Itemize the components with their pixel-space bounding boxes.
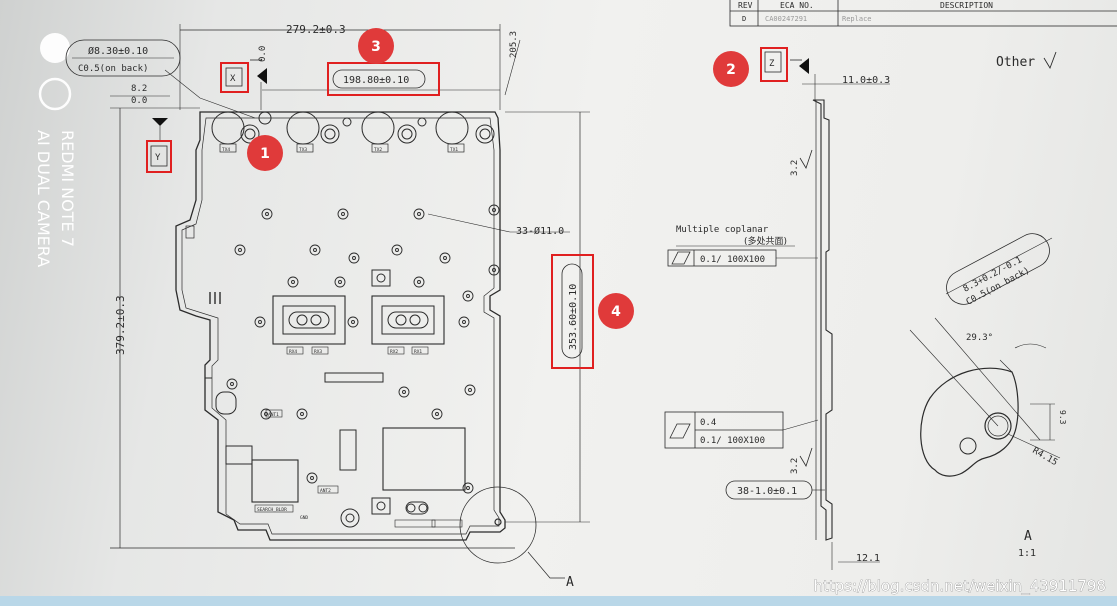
roughness-upper: 3.2 (790, 160, 800, 176)
roughness-other: Other (996, 55, 1035, 70)
badge-2: 2 (713, 51, 749, 87)
datum-z-flag-icon (799, 58, 809, 74)
highlight-datum-y (146, 140, 172, 173)
board-label-gnd: GND (300, 515, 308, 521)
flatness-note-en: Multiple coplanar (676, 225, 769, 235)
title-block (729, 0, 1117, 27)
detail-label: A (1024, 529, 1032, 544)
svg-text:1: 1 (260, 146, 270, 162)
flatness-value-2b: 0.1/ 100X100 (700, 436, 765, 446)
board-label-tx4: TX4 (222, 147, 230, 153)
svg-text:3: 3 (371, 39, 381, 55)
flatness-icon-1 (671, 251, 691, 265)
flatness-icon-2 (669, 423, 691, 439)
watermark-line2: AI DUAL CAMERA (34, 130, 53, 267)
datum-z-label: Z (769, 59, 775, 69)
board-label-ant2: ANT2 (320, 488, 331, 494)
highlight-dim-353 (551, 254, 594, 369)
board-label-rx2: RX2 (390, 349, 398, 355)
dim-width-279: 279.2±0.3 (286, 23, 346, 36)
hole-count-33: 33-Ø11.0 (516, 225, 564, 237)
roughness-lower: 3.2 (790, 458, 800, 474)
hole-callout-bubble (65, 39, 181, 77)
datum-y-flag-icon (152, 118, 168, 126)
board-label-tx1: TX1 (450, 147, 458, 153)
board-label-ant1: ANT1 (268, 412, 279, 418)
url-watermark: https://blog.csdn.net/weixin_43911798 (813, 577, 1106, 596)
rev-header: REV (738, 1, 753, 10)
hole-callout-dia: Ø8.30±0.10 (88, 45, 148, 57)
rev-value: D (742, 15, 746, 23)
board-label-rx4: RX4 (289, 349, 297, 355)
eca-header: ECA NO. (780, 1, 814, 10)
svg-text:4: 4 (611, 304, 621, 320)
detail-a (909, 233, 1061, 477)
dim-11-0: 11.0±0.3 (842, 75, 890, 86)
dim-8-2: 8.2 (131, 84, 147, 94)
board-label-tx2: TX2 (374, 147, 382, 153)
highlight-datum-x (220, 62, 249, 93)
highlight-dim-198 (327, 62, 440, 96)
detail-a-ref: A (566, 575, 574, 590)
badge-3: 3 (358, 28, 394, 64)
desc-header: DESCRIPTION (940, 1, 993, 10)
front-view (110, 24, 590, 579)
detail-scale: 1:1 (1018, 548, 1036, 559)
board-label-search: SEARCH_BLDR (257, 507, 287, 513)
dim-198-80: 198.80±0.10 (343, 75, 409, 86)
datum-x-flag-icon (257, 68, 267, 84)
camera-watermark: REDMI NOTE 7 AI DUAL CAMERA (34, 33, 77, 267)
dim-0-0-left: 0.0 (131, 96, 147, 106)
eca-value: CA00247291 (765, 15, 807, 23)
badge-4: 4 (598, 293, 634, 329)
board-label-rx1: RX1 (414, 349, 422, 355)
detail-angle: 29.3° (966, 333, 993, 343)
dim-0-0-top: 0.0 (258, 46, 268, 62)
hole-38: 38-1.0±0.1 (737, 486, 797, 497)
desc-value: Replace (842, 15, 872, 23)
board-label-tx3: TX3 (299, 147, 307, 153)
dim-12-1: 12.1 (856, 553, 880, 564)
dim-height-379: 379.2±0.3 (114, 295, 127, 355)
detail-dim-9-3: 9.3 (1058, 410, 1067, 425)
watermark-line1: REDMI NOTE 7 (58, 130, 77, 247)
dim-205: 205.3 (509, 31, 519, 58)
side-view (664, 59, 890, 570)
svg-text:2: 2 (726, 62, 736, 78)
board-label-rx3: RX3 (314, 349, 322, 355)
detail-radius: R4.15 (1031, 446, 1059, 468)
hole-callout-chamfer: C0.5(on back) (78, 64, 148, 74)
badge-1: 1 (247, 135, 283, 171)
datum-y-label: Y (155, 153, 161, 163)
dim-353-60: 353.60±0.10 (568, 284, 579, 350)
flatness-value-1: 0.1/ 100X100 (700, 255, 765, 265)
highlight-datum-z (760, 47, 788, 82)
bottom-strip (0, 596, 1117, 606)
roughness-other-icon (1043, 51, 1057, 70)
highlight-boxes (146, 47, 788, 369)
flatness-note-cn: (多处共面) (744, 235, 787, 247)
flatness-value-2a: 0.4 (700, 418, 716, 428)
datum-x-label: X (230, 74, 236, 84)
